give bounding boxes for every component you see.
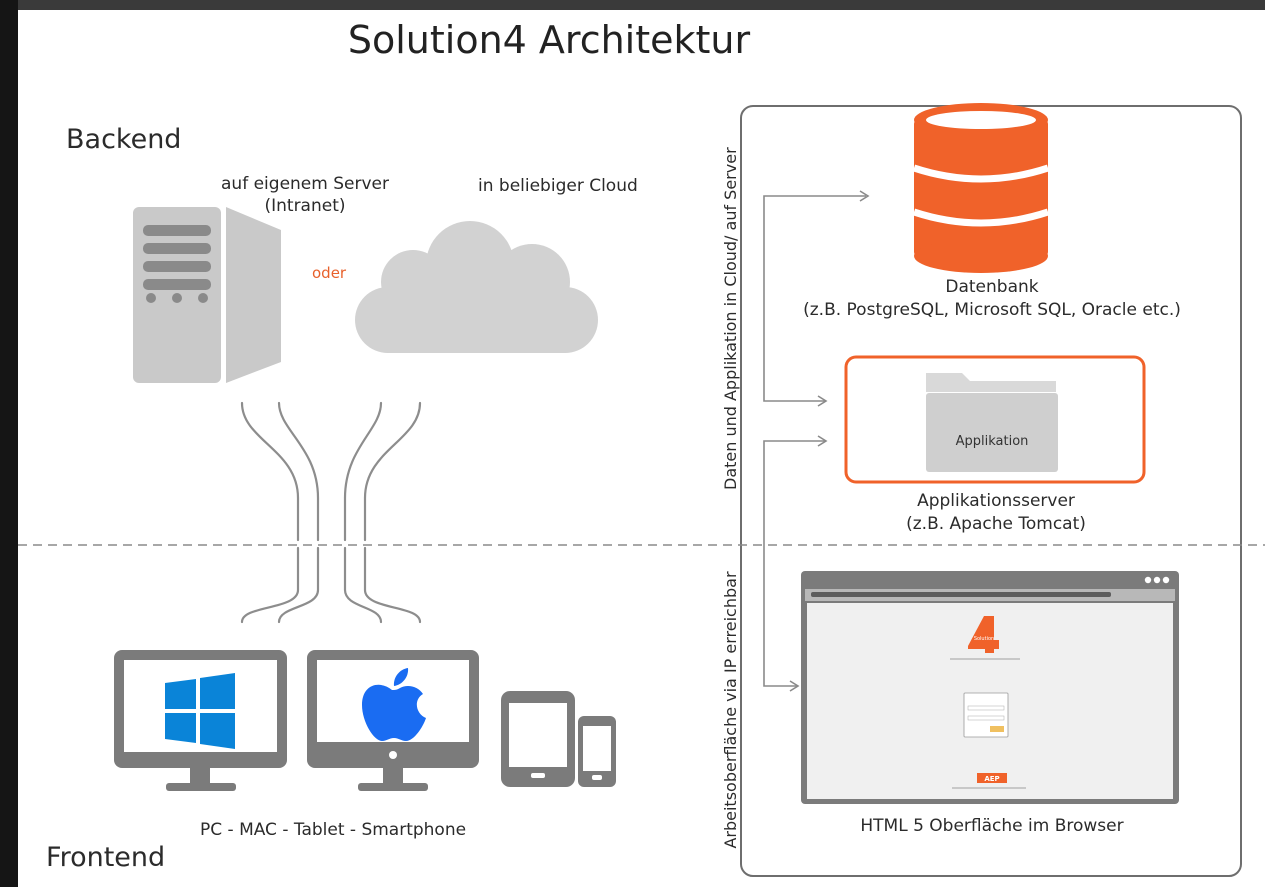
folder-label: Applikation [955, 434, 1029, 449]
devices-label: PC - MAC - Tablet - Smartphone [200, 820, 467, 840]
server-label-line2: (Intranet) [264, 196, 346, 216]
network-connections [240, 401, 422, 624]
server-label: auf eigenem Server (Intranet) [200, 173, 410, 217]
windows-logo-icon [165, 673, 235, 749]
app-server-box [844, 355, 1146, 484]
footer-logo: AEP [984, 775, 999, 783]
vertical-label-bottom: Arbeitsoberfläche via IP erreichbar [721, 571, 740, 849]
frontend-heading: Frontend [46, 842, 166, 873]
app-server-subtitle: (z.B. Apache Tomcat) [906, 514, 1086, 534]
cloud-icon [355, 221, 598, 353]
html-browser-label: HTML 5 Oberfläche im Browser [860, 816, 1124, 836]
cloud-label: in beliebiger Cloud [478, 176, 638, 196]
or-label: oder [312, 264, 347, 282]
smartphone-icon [578, 716, 616, 787]
logo-text: Solution [974, 636, 994, 642]
browser-window-icon: Solution AEP [801, 571, 1179, 804]
tablet-icon [501, 691, 575, 787]
solution4-logo: Solution [968, 616, 999, 653]
page-title: Solution4 Architektur [347, 18, 751, 62]
server-icon [133, 207, 281, 383]
apple-logo-icon [362, 668, 426, 741]
window-frame-top [0, 0, 1265, 10]
database-subtitle: (z.B. PostgreSQL, Microsoft SQL, Oracle … [803, 300, 1181, 320]
windows-pc-icon [114, 650, 287, 791]
app-server-label: Applikationsserver (z.B. Apache Tomcat) [846, 490, 1146, 536]
server-label-line1: auf eigenem Server [221, 174, 389, 194]
data-connectors [763, 190, 870, 692]
app-server-title: Applikationsserver [917, 491, 1075, 511]
mac-icon [307, 650, 479, 791]
window-frame-left [0, 0, 18, 887]
folder-icon [926, 373, 1058, 472]
database-label: Datenbank (z.B. PostgreSQL, Microsoft SQ… [782, 276, 1202, 322]
database-icon [912, 103, 1050, 273]
database-title: Datenbank [945, 277, 1039, 297]
backend-heading: Backend [66, 124, 182, 155]
vertical-label-top: Daten und Applikation in Cloud/ auf Serv… [721, 147, 740, 490]
